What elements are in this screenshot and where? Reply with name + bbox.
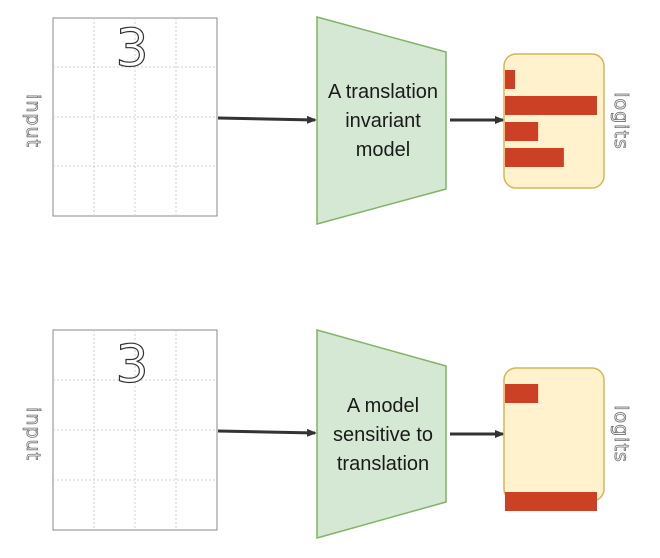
logit-bar xyxy=(505,70,516,89)
model-label: A model sensitive to translation xyxy=(333,395,433,475)
model-label-line-3: translation xyxy=(337,453,429,475)
logits-label: logits xyxy=(610,405,632,463)
model-label: A translation invariant model xyxy=(328,81,438,161)
panel-translation-sensitive: 3 input A model sensitive to translation… xyxy=(22,329,632,539)
model-label-line-2: sensitive to xyxy=(333,424,433,446)
logit-bar xyxy=(505,148,564,167)
logit-bar xyxy=(505,122,539,141)
logit-bar xyxy=(505,492,597,511)
model-block xyxy=(316,329,447,539)
logit-bars xyxy=(505,384,597,511)
input-grid: 3 xyxy=(52,329,218,531)
logit-bars xyxy=(505,70,597,167)
input-label: input xyxy=(22,94,44,148)
logit-bar xyxy=(505,384,539,403)
input-to-model-arrow xyxy=(217,115,317,124)
input-grid: 3 xyxy=(52,17,218,217)
logits-label: logits xyxy=(610,92,632,150)
logits-box xyxy=(503,53,605,189)
input-to-model-arrow xyxy=(217,428,317,437)
model-label-line-1: A translation xyxy=(328,81,438,103)
digit-three: 3 xyxy=(115,19,148,79)
input-label: input xyxy=(22,407,44,461)
model-label-line-1: A model xyxy=(347,395,419,417)
model-label-line-2: invariant xyxy=(345,110,421,132)
logit-bar xyxy=(505,96,597,115)
digit-three: 3 xyxy=(115,335,148,395)
panel-translation-invariant: 3 input A translation invariant model lo… xyxy=(22,16,632,225)
model-label-line-3: model xyxy=(356,139,410,161)
model-block xyxy=(316,16,447,225)
